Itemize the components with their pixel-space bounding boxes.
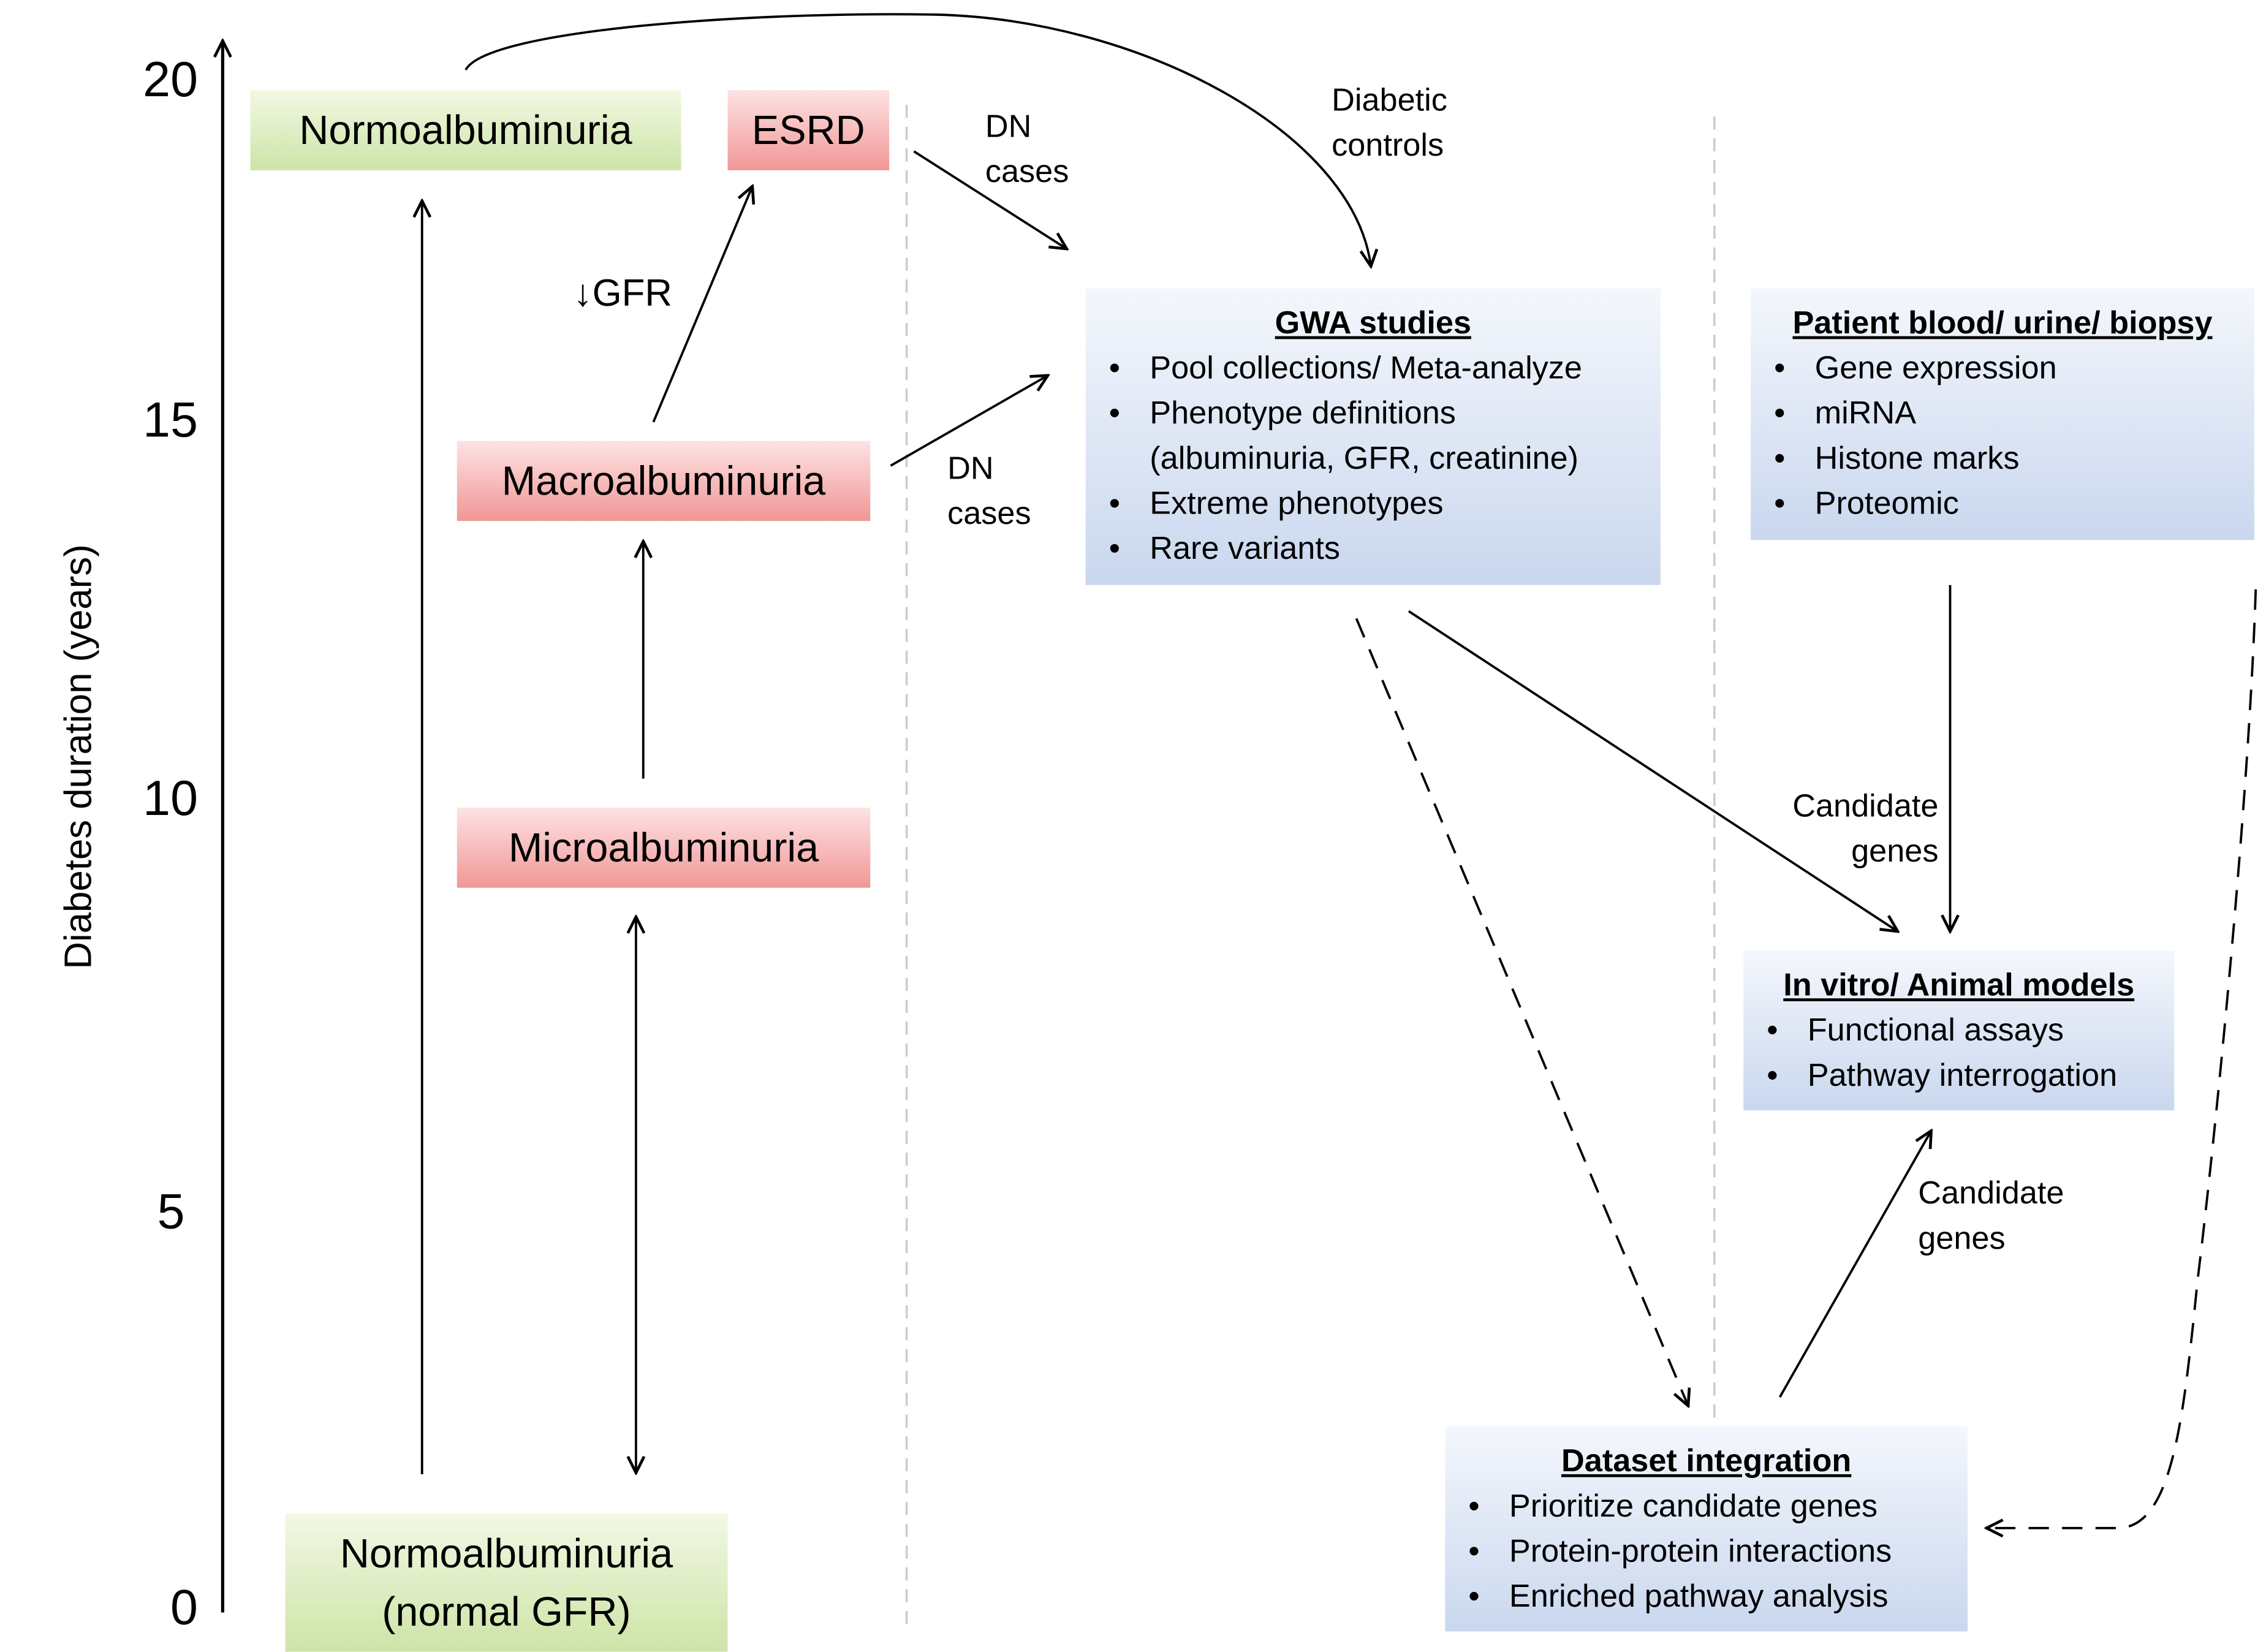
panel-patient-samples: Patient blood/ urine/ biopsy Gene expres… [1751, 288, 2254, 540]
panel-title: GWA studies [1275, 304, 1471, 341]
arrow-gwa-to-invitro [1408, 610, 1898, 932]
list-item: Pool collections/ Meta-analyze [1106, 345, 1640, 390]
stage-normoalbuminuria-top: Normoalbuminuria [250, 90, 681, 170]
stage-macroalbuminuria: Macroalbuminuria [457, 441, 871, 521]
list-item: Prioritize candidate genes [1466, 1483, 1947, 1528]
arrow-patient-to-dataset [1987, 589, 2257, 1528]
list-item: Protein-protein interactions [1466, 1528, 1947, 1574]
panel-title: In vitro/ Animal models [1783, 966, 2135, 1003]
arrow-macro-to-gwa [890, 376, 1048, 467]
list-item: Proteomic [1771, 480, 2234, 526]
y-tick-label: 20 [143, 52, 198, 108]
list-item: Phenotype definitions (albuminuria, GFR,… [1106, 390, 1640, 480]
list-item: Functional assays [1764, 1007, 2154, 1053]
y-tick-label: 0 [170, 1580, 198, 1636]
panel-gwa-studies: GWA studies Pool collections/ Meta-analy… [1085, 288, 1661, 585]
stage-esrd: ESRD [727, 90, 890, 170]
list-item: Gene expression [1771, 345, 2234, 390]
list-item: Pathway interrogation [1764, 1052, 2154, 1097]
list-item: Histone marks [1771, 435, 2234, 480]
list-item: Extreme phenotypes [1106, 480, 1640, 526]
y-tick-label: 10 [143, 771, 198, 827]
stage-microalbuminuria: Microalbuminuria [457, 808, 871, 888]
arrow-dataset-to-invitro [1778, 1131, 1931, 1398]
gfr-decline-label: ↓GFR [573, 270, 672, 314]
stage-normoalbuminuria-bottom: Normoalbuminuria (normal GFR) [285, 1514, 728, 1652]
panel-title: Dataset integration [1561, 1442, 1852, 1479]
panel-title: Patient blood/ urine/ biopsy [1792, 304, 2213, 341]
arrow-gwa-to-dataset [1355, 618, 1689, 1406]
panel-invitro-animal-models: In vitro/ Animal models Functional assay… [1743, 950, 2175, 1111]
arrow-esrd-to-gwa [913, 150, 1067, 249]
arrow-controls-to-gwa [464, 13, 1371, 266]
list-item: miRNA [1771, 390, 2234, 436]
arrow-macro-to-esrd [652, 186, 752, 423]
panel-dataset-integration: Dataset integration Prioritize candidate… [1445, 1426, 1968, 1632]
y-tick-label: 5 [157, 1184, 185, 1240]
list-item: Enriched pathway analysis [1466, 1573, 1947, 1618]
list-item: Rare variants [1106, 525, 1640, 570]
y-tick-label: 15 [143, 393, 198, 449]
